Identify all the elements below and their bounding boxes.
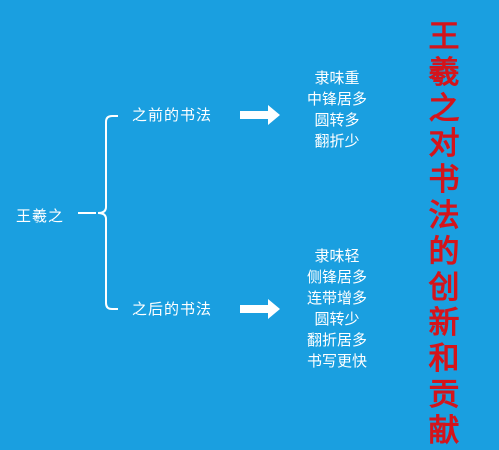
branch-label-after: 之后的书法 <box>132 300 213 318</box>
side-title-char: 和 <box>428 341 460 378</box>
side-title-char: 书 <box>428 162 460 199</box>
side-title: 王羲之对书法的创新和贡献 <box>424 19 464 450</box>
trait-item: 隶味轻 <box>314 247 360 265</box>
arrow-top <box>240 105 280 125</box>
trait-item: 隶味重 <box>314 69 360 87</box>
connector-lines <box>78 105 280 319</box>
side-title-char: 新 <box>428 305 460 342</box>
trait-item: 翻折少 <box>314 132 360 150</box>
trait-item: 书写更快 <box>306 352 367 370</box>
side-title-char: 的 <box>428 233 460 270</box>
side-title-char: 对 <box>428 126 460 163</box>
trait-item: 翻折居多 <box>306 331 367 349</box>
trait-item: 圆转少 <box>314 310 360 328</box>
side-title-char: 献 <box>428 412 460 449</box>
trait-item: 中锋居多 <box>306 90 367 108</box>
trait-item: 侧锋居多 <box>306 268 367 286</box>
side-title-char: 创 <box>428 269 460 306</box>
bracket <box>97 115 118 310</box>
side-title-char: 贡 <box>428 376 460 413</box>
traits-after-list: 隶味轻 侧锋居多 连带增多 圆转少 翻折居多 书写更快 <box>292 246 382 372</box>
trait-item: 连带增多 <box>306 289 367 307</box>
side-title-char: 之 <box>428 90 460 127</box>
side-title-char: 法 <box>428 197 460 234</box>
branch-label-before: 之前的书法 <box>132 106 213 124</box>
trait-item: 圆转多 <box>314 111 360 129</box>
arrow-bottom <box>240 299 280 319</box>
root-label: 王羲之 <box>16 207 65 225</box>
traits-before-list: 隶味重 中锋居多 圆转多 翻折少 <box>292 68 382 152</box>
side-title-char: 王 <box>428 19 460 55</box>
side-title-char: 羲 <box>428 54 460 91</box>
